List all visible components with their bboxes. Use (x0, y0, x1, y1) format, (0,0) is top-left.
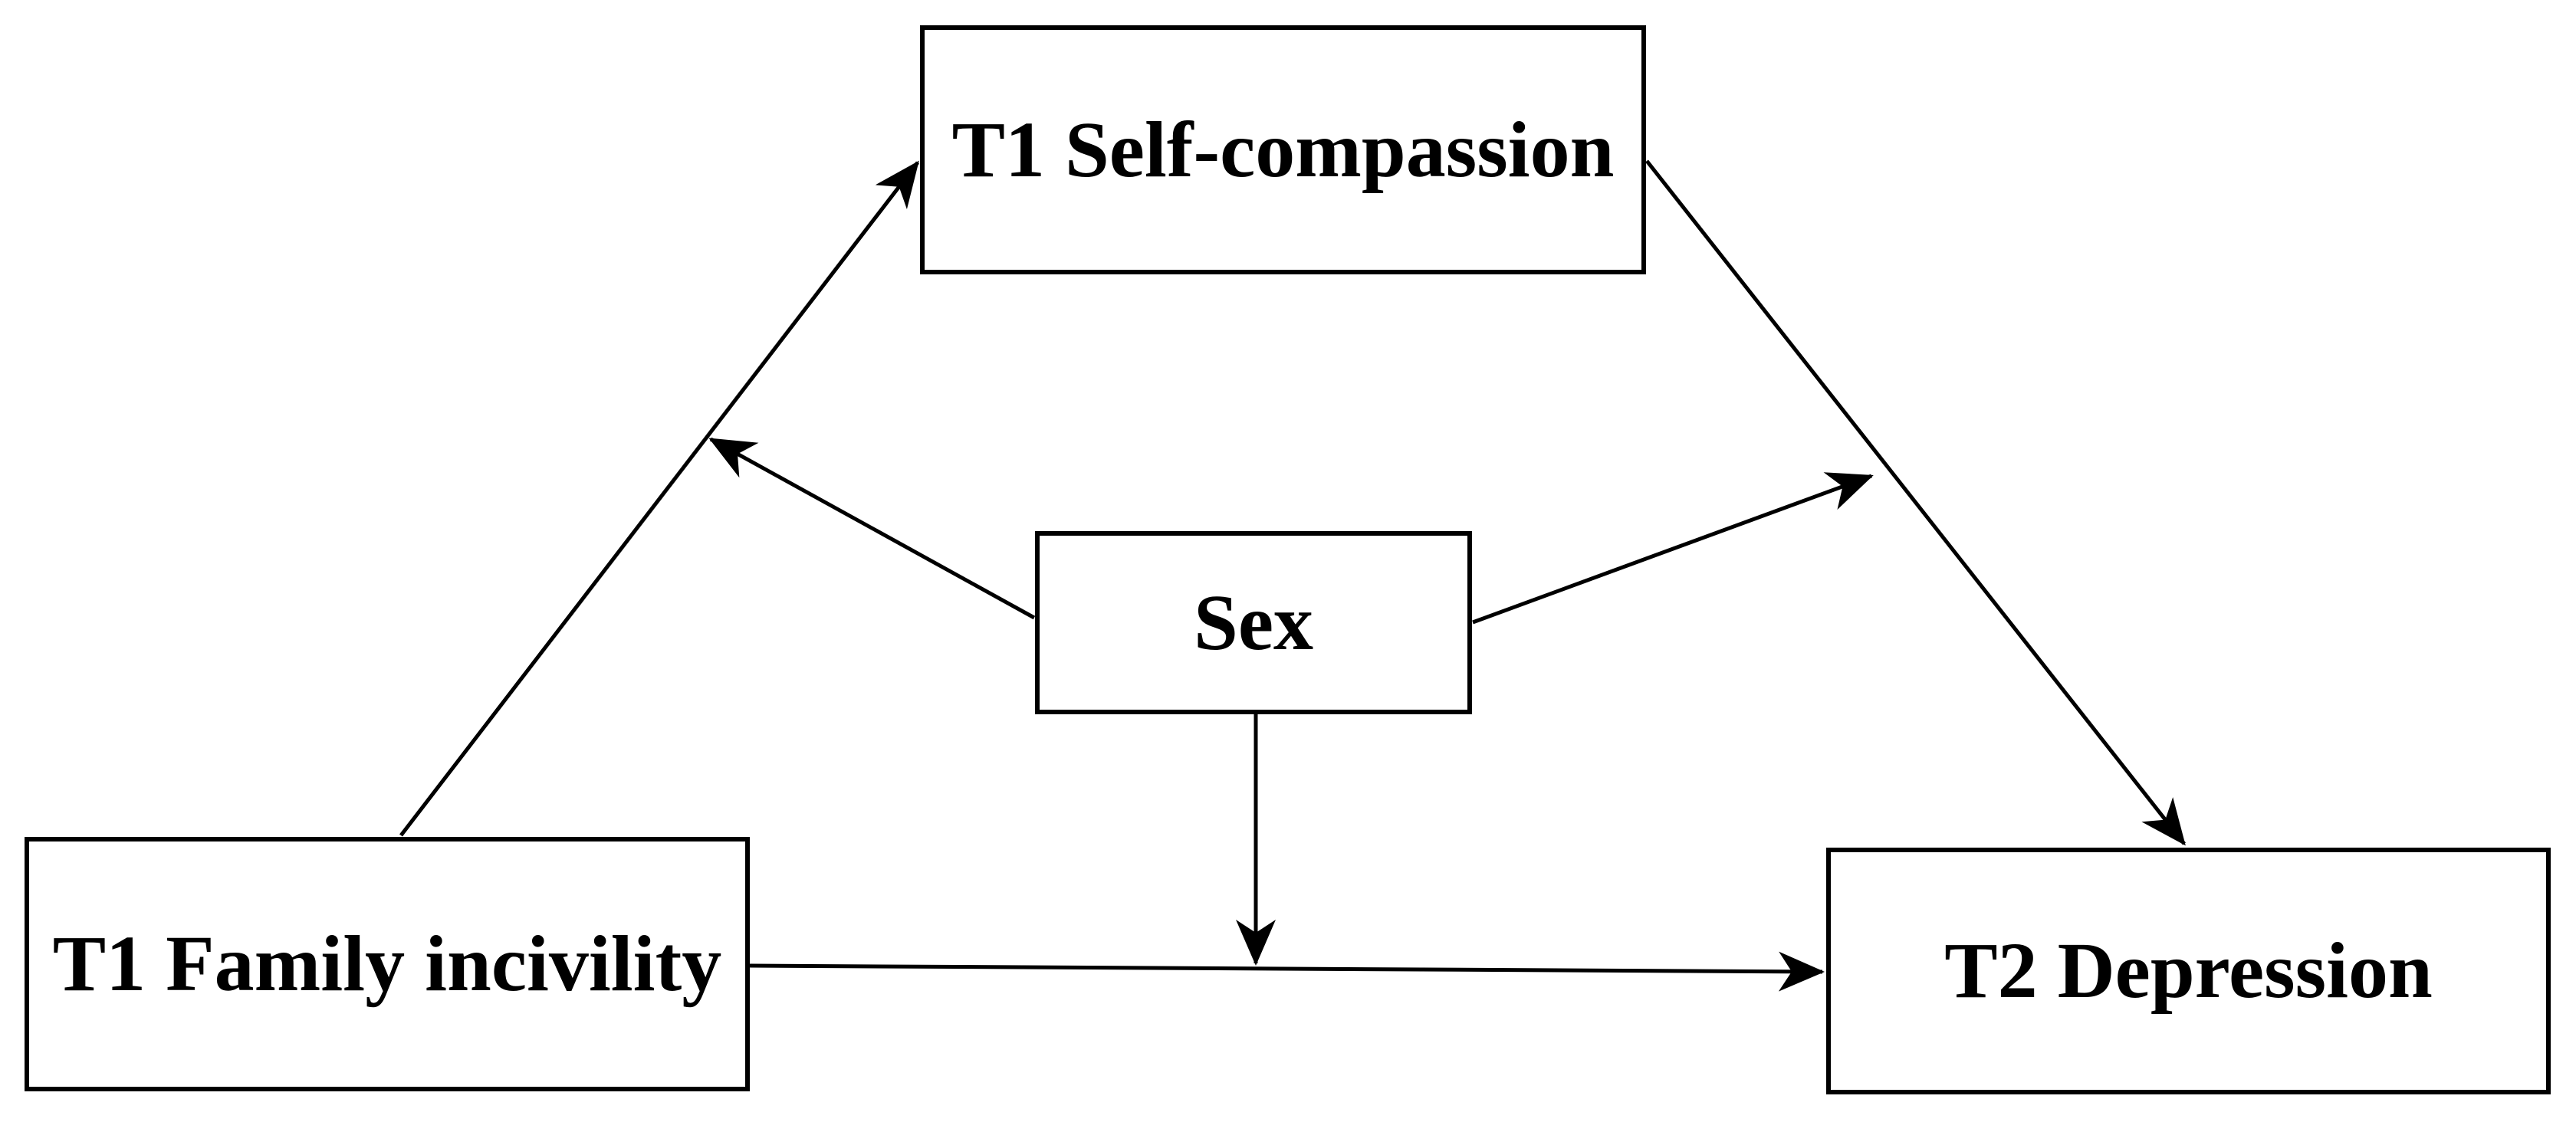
node-t2-depression: T2 Depression (1826, 848, 2551, 1094)
arrow-sex-to-a-path (708, 437, 1036, 620)
node-sex-label: Sex (1194, 578, 1313, 667)
node-t1-self-compassion: T1 Self-compassion (920, 25, 1646, 274)
node-sex: Sex (1035, 531, 1472, 714)
arrow-incivility-to-depression (749, 951, 1825, 992)
node-t2-depression-label: T2 Depression (1944, 927, 2433, 1015)
node-t1-self-compassion-label: T1 Self-compassion (951, 105, 1615, 194)
node-t1-family-incivility: T1 Family incivility (25, 837, 750, 1091)
node-t1-family-incivility-label: T1 Family incivility (52, 920, 722, 1008)
arrow-incivility-to-selfcompassion (399, 160, 919, 837)
arrow-sex-to-b-path (1472, 472, 1874, 625)
arrow-selfcompassion-to-depression (1645, 159, 2186, 846)
